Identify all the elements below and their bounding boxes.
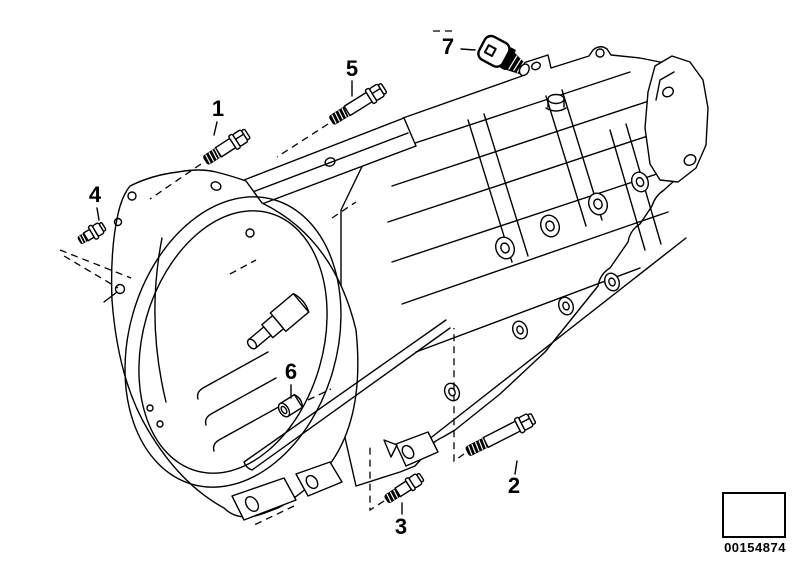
breather-plug: [545, 93, 567, 112]
part-2-bolt: [465, 413, 537, 456]
input-shaft: [246, 292, 310, 350]
part-1-bolt: [203, 128, 251, 165]
callout-2[interactable]: 2: [507, 473, 521, 498]
part-7-switch: [477, 34, 530, 77]
gearbox-housing: [340, 46, 709, 487]
callout-6[interactable]: 6: [284, 359, 298, 384]
callout-3[interactable]: 3: [394, 514, 408, 539]
callout-1[interactable]: 1: [211, 96, 225, 121]
callout-7[interactable]: 7: [441, 34, 455, 59]
bell-housing: [103, 169, 451, 521]
leader-lines: [59, 30, 518, 527]
stamp-thumbnail[interactable]: [722, 492, 786, 538]
callout-4[interactable]: 4: [88, 182, 102, 207]
part-5-bolt: [329, 83, 388, 125]
callout-5[interactable]: 5: [345, 56, 359, 81]
part-6-sleeve: [277, 393, 304, 418]
stamp-number: 00154874: [724, 540, 786, 555]
mounting-bosses: [494, 171, 650, 340]
end-bracket: [644, 55, 709, 183]
part-3-bolt: [384, 472, 425, 504]
part-4-screw: [77, 222, 107, 244]
